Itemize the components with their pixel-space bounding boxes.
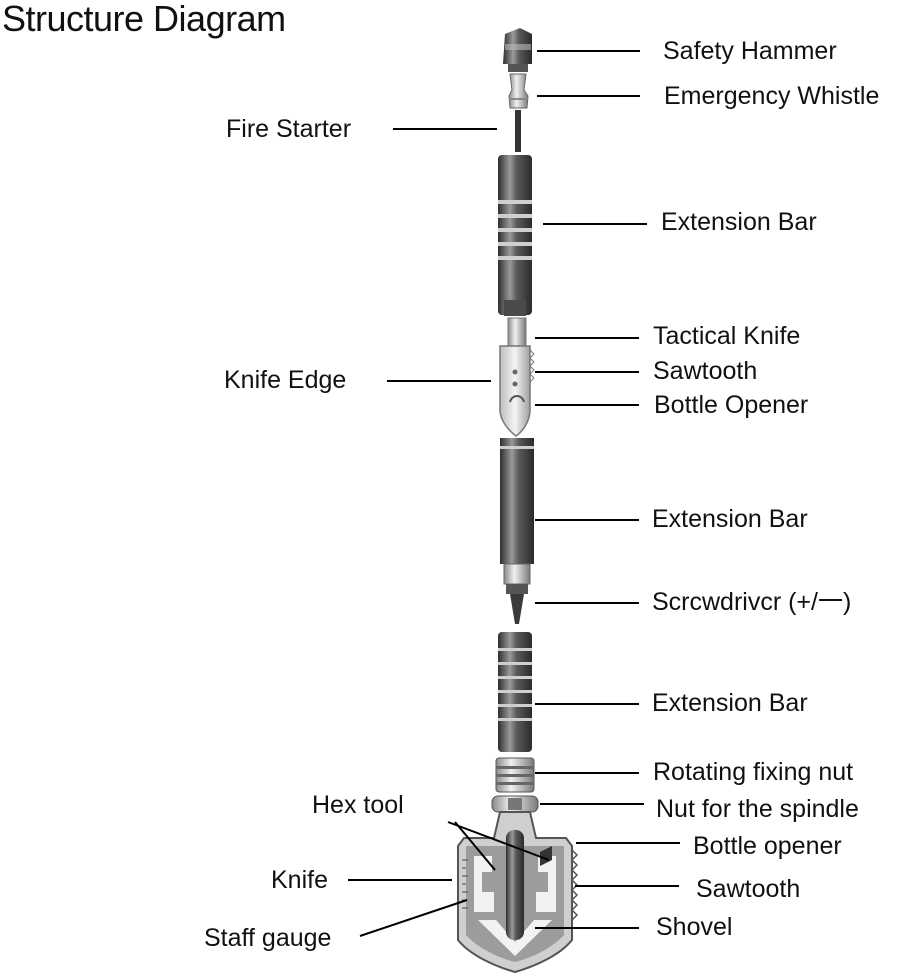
label-knife-edge: Knife Edge (224, 366, 347, 394)
label-tactical-knife: Tactical Knife (653, 322, 801, 350)
tactical-knife-part (499, 317, 535, 437)
extension-bar-3-part (498, 632, 532, 752)
diagram-title: Structure Diagram (2, 0, 286, 39)
fire-starter-part (515, 110, 521, 152)
label-emergency-whistle: Emergency Whistle (664, 82, 880, 110)
spindle-nut-part (491, 795, 539, 813)
label-staff-gauge: Staff gauge (204, 924, 332, 952)
label-screwdriver: Scrcwdrivcr (+/一) (652, 588, 852, 616)
shovel-part (457, 811, 579, 974)
extension-bar-1-part (498, 155, 532, 316)
emergency-whistle-part (508, 73, 529, 109)
leader-hex-tool-b (447, 821, 550, 861)
label-extension-bar-2: Extension Bar (652, 505, 808, 533)
label-bottle-opener-2: Bottle opener (693, 832, 842, 860)
label-extension-bar-1: Extension Bar (661, 208, 817, 236)
label-sawtooth-1: Sawtooth (653, 357, 758, 385)
label-shovel: Shovel (656, 913, 733, 941)
label-bottle-opener-1: Bottle Opener (654, 391, 809, 419)
label-knife: Knife (271, 866, 328, 894)
label-fire-starter: Fire Starter (226, 115, 352, 143)
leader-hex-tool-a (454, 821, 496, 871)
label-sawtooth-2: Sawtooth (696, 875, 801, 903)
screwdriver-part (510, 594, 524, 624)
rotating-fixing-nut-part (495, 757, 535, 793)
label-safety-hammer: Safety Hammer (663, 37, 837, 65)
safety-hammer-part (503, 28, 532, 72)
label-hex-tool: Hex tool (312, 791, 404, 819)
label-nut-for-spindle: Nut for the spindle (656, 795, 859, 823)
label-extension-bar-3: Extension Bar (652, 689, 808, 717)
label-rotating-fixing-nut: Rotating fixing nut (653, 758, 854, 786)
extension-bar-2-part (500, 438, 534, 594)
leader-staff-gauge (359, 899, 468, 937)
leader-lines (348, 50, 680, 937)
